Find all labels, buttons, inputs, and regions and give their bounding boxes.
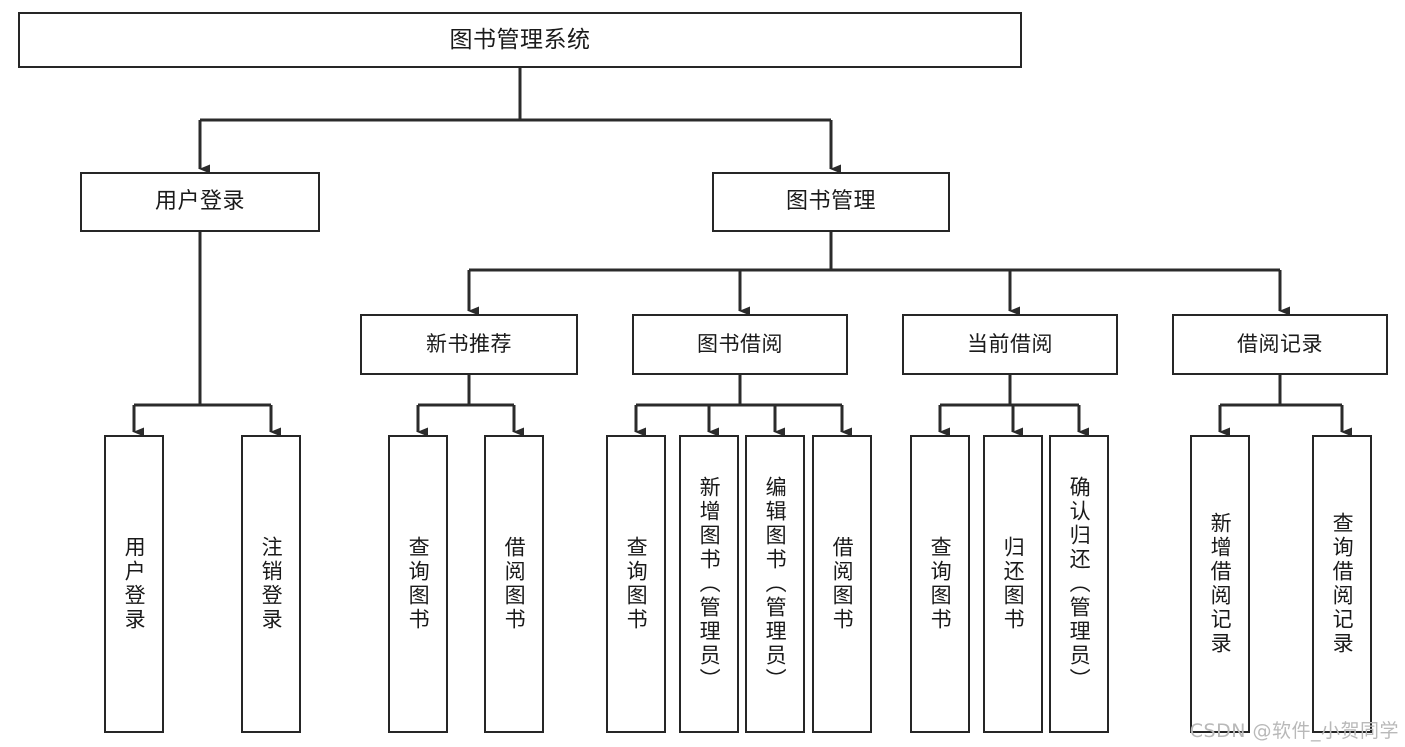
leaf-node-label: 注销登录 bbox=[259, 536, 284, 632]
node-book-management-label: 图书管理 bbox=[785, 189, 876, 215]
leaf-node[interactable]: 用户登录 bbox=[104, 435, 164, 733]
leaf-node-label: 查询图书 bbox=[928, 536, 953, 632]
node-current-borrow-label: 当前借阅 bbox=[967, 332, 1053, 357]
leaf-node[interactable]: 查询借阅记录 bbox=[1312, 435, 1372, 733]
leaf-node-label: 借阅图书 bbox=[830, 536, 855, 632]
node-user-login[interactable]: 用户登录 bbox=[80, 172, 320, 232]
node-borrow-record-label: 借阅记录 bbox=[1237, 332, 1323, 357]
node-new-book-recommend[interactable]: 新书推荐 bbox=[360, 314, 578, 375]
leaf-node[interactable]: 归还图书 bbox=[983, 435, 1043, 733]
connector-lines bbox=[132, 68, 1352, 437]
node-book-management[interactable]: 图书管理 bbox=[712, 172, 950, 232]
node-new-book-recommend-label: 新书推荐 bbox=[426, 332, 512, 357]
leaf-node-label: 确认归还（管理员） bbox=[1067, 476, 1092, 692]
leaf-node[interactable]: 注销登录 bbox=[241, 435, 301, 733]
leaf-node-label: 查询图书 bbox=[406, 536, 431, 632]
node-root-label: 图书管理系统 bbox=[449, 26, 591, 53]
leaf-node[interactable]: 编辑图书（管理员） bbox=[745, 435, 805, 733]
leaf-node-label: 查询借阅记录 bbox=[1330, 512, 1355, 656]
leaf-node-label: 编辑图书（管理员） bbox=[763, 476, 788, 692]
leaf-node[interactable]: 借阅图书 bbox=[812, 435, 872, 733]
leaf-node[interactable]: 新增图书（管理员） bbox=[679, 435, 739, 733]
leaf-node-label: 查询图书 bbox=[624, 536, 649, 632]
leaf-node[interactable]: 查询图书 bbox=[910, 435, 970, 733]
leaf-node-label: 用户登录 bbox=[122, 536, 147, 632]
node-book-borrow[interactable]: 图书借阅 bbox=[632, 314, 848, 375]
node-user-login-label: 用户登录 bbox=[154, 189, 245, 215]
leaf-node[interactable]: 查询图书 bbox=[606, 435, 666, 733]
leaf-node-label: 归还图书 bbox=[1001, 536, 1026, 632]
leaf-node[interactable]: 借阅图书 bbox=[484, 435, 544, 733]
leaf-node-label: 借阅图书 bbox=[502, 536, 527, 632]
node-borrow-record[interactable]: 借阅记录 bbox=[1172, 314, 1388, 375]
node-book-borrow-label: 图书借阅 bbox=[697, 332, 783, 357]
leaf-node-label: 新增借阅记录 bbox=[1208, 512, 1233, 656]
leaf-node[interactable]: 新增借阅记录 bbox=[1190, 435, 1250, 733]
node-root[interactable]: 图书管理系统 bbox=[18, 12, 1022, 68]
leaf-node[interactable]: 查询图书 bbox=[388, 435, 448, 733]
leaf-node[interactable]: 确认归还（管理员） bbox=[1049, 435, 1109, 733]
leaf-node-label: 新增图书（管理员） bbox=[697, 476, 722, 692]
node-current-borrow[interactable]: 当前借阅 bbox=[902, 314, 1118, 375]
